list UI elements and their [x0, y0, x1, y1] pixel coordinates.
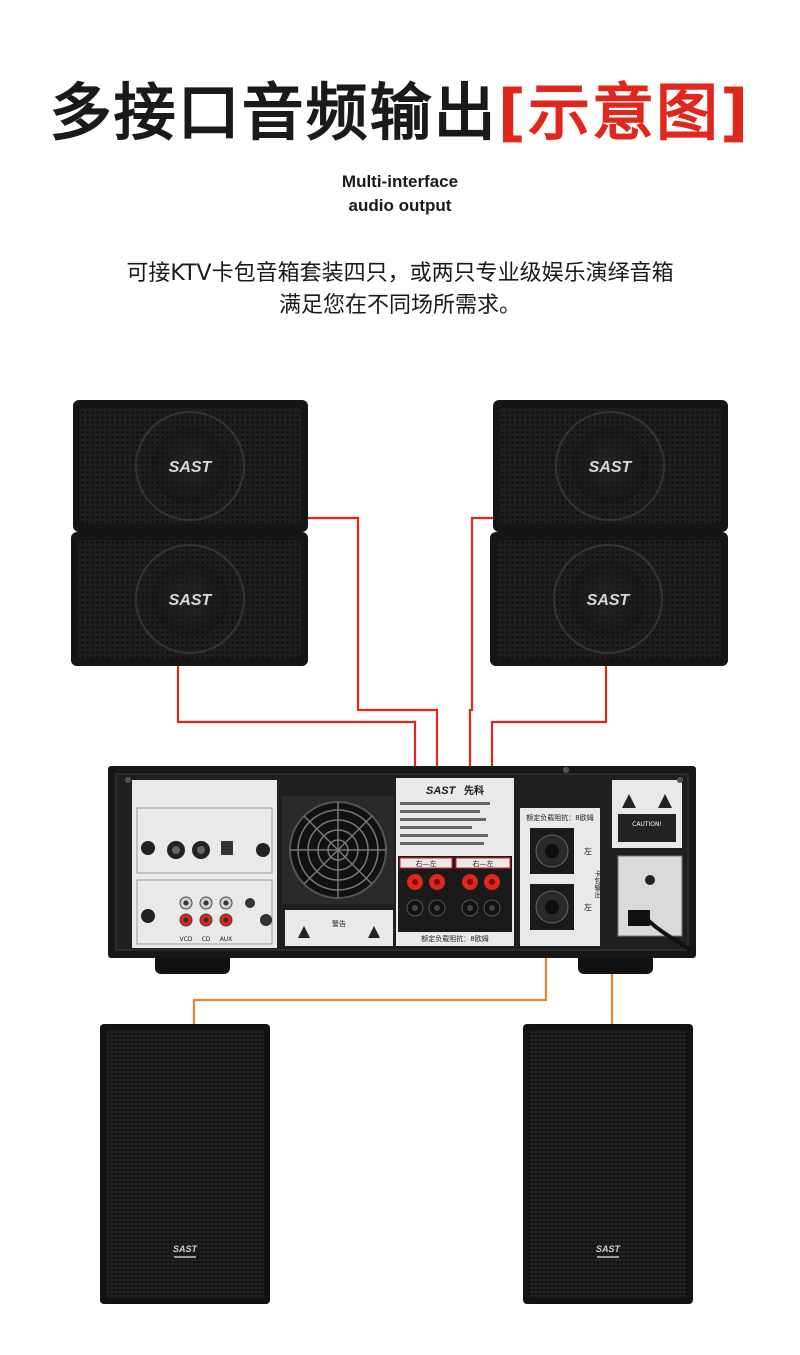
- speakon-left-label-1: 左: [584, 846, 592, 856]
- pro-speaker-bottom-left: SAST: [100, 1024, 270, 1304]
- amp-brand-cn: 先科: [464, 784, 484, 797]
- terminal-label-a: 右—左: [416, 859, 437, 868]
- speaker-logo: SAST: [169, 592, 213, 609]
- input-label-aux: AUX: [220, 936, 233, 943]
- amplifier-rear-panel: VCD CD AUX 警告 SAST 先科: [108, 766, 696, 974]
- ktv-speaker-top-left-upper: SAST: [73, 400, 308, 532]
- connection-diagram: SAST SAST SAST SAST: [71, 400, 728, 1304]
- input-label-vcd: VCD: [180, 936, 193, 943]
- caution-triangle-icon: [622, 794, 636, 808]
- caution-triangle-icon: [658, 794, 672, 808]
- speakon-left-label-2: 左: [584, 902, 592, 912]
- input-label-cd: CD: [202, 936, 211, 943]
- speaker-logo: SAST: [169, 459, 213, 476]
- speaker-logo: SAST: [589, 459, 633, 476]
- speaker-logo: SAST: [587, 592, 631, 609]
- output-label: 卡包输出: [594, 869, 602, 899]
- english-subtitle-line1: Multi-interface: [341, 172, 459, 191]
- pro-speaker-bottom-right: SAST: [523, 1024, 693, 1304]
- wire-top-right-upper: [468, 516, 493, 858]
- description-line1: 可接KTV卡包音箱套装四只，或两只专业级娱乐演绎音箱: [126, 261, 674, 286]
- terminal-label-b: 右—左: [473, 859, 494, 868]
- speakon-impedance-label: 额定负载阻抗：8欧姆: [526, 813, 593, 822]
- amp-brand-logo: SAST: [426, 785, 457, 797]
- fan-grill: [290, 802, 386, 898]
- title-main: 多接口音频输出: [49, 76, 498, 149]
- speakon-connectors: [530, 828, 574, 930]
- warning-label: 警告: [332, 919, 346, 928]
- warning-triangle-icon: [368, 926, 380, 938]
- ktv-speaker-top-right-lower: SAST: [490, 532, 728, 666]
- title-bracket: [示意图]: [497, 76, 751, 149]
- page-title: 多接口音频输出[示意图]: [0, 68, 800, 158]
- speaker-logo: SAST: [173, 1244, 199, 1254]
- power-cord: [646, 918, 692, 952]
- ktv-speaker-top-right-upper: SAST: [493, 400, 728, 532]
- description-line2: 满足您在不同场所需求。: [278, 293, 521, 318]
- english-subtitle-line2: audio output: [348, 196, 452, 215]
- wire-bottom-left: [192, 940, 548, 1028]
- warning-triangle-icon: [298, 926, 310, 938]
- english-subtitle: Multi-interface audio output: [0, 170, 800, 218]
- description: 可接KTV卡包音箱套装四只，或两只专业级娱乐演绎音箱 满足您在不同场所需求。: [0, 258, 800, 322]
- speaker-terminals: [406, 874, 501, 917]
- wire-top-left-upper: [308, 516, 439, 858]
- ktv-speaker-top-left-lower: SAST: [71, 532, 308, 666]
- speaker-logo: SAST: [596, 1244, 622, 1254]
- impedance-label: 额定负载阻抗：8欧姆: [421, 934, 488, 943]
- spec-lines: [400, 802, 490, 845]
- caution-label: CAUTION!: [632, 821, 662, 828]
